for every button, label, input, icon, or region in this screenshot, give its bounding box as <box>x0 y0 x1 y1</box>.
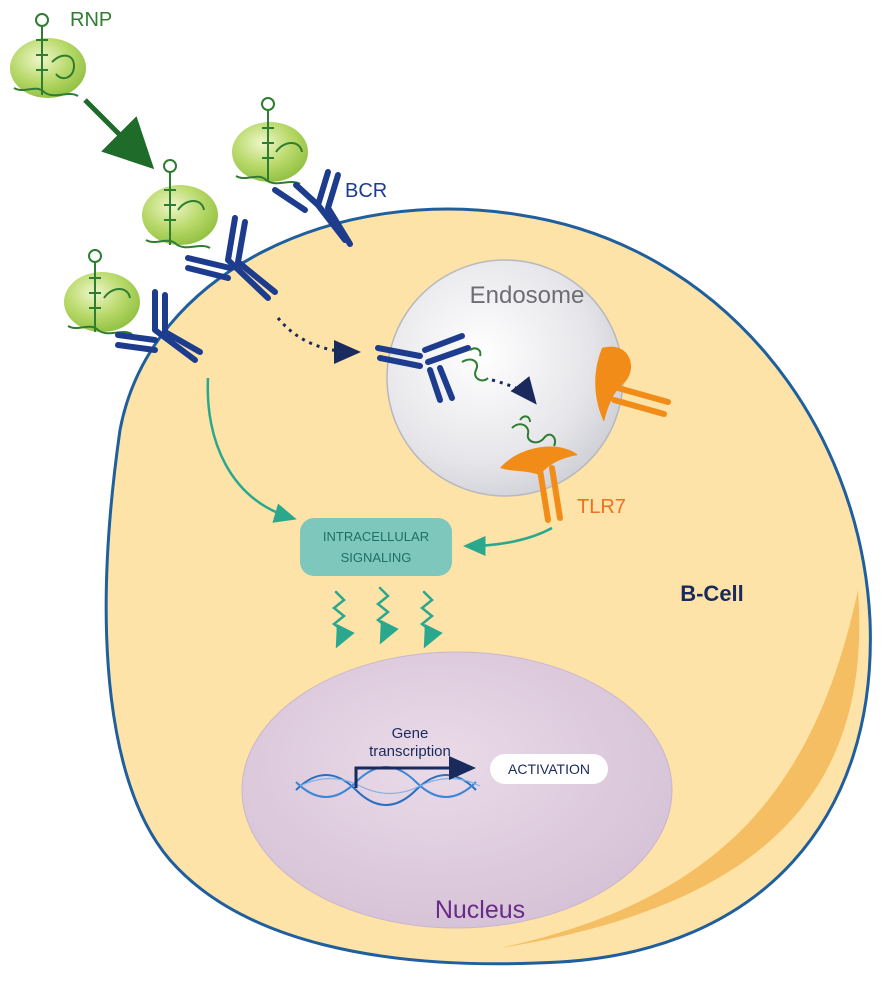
endosome-label: Endosome <box>470 282 585 309</box>
nucleus-label: Nucleus <box>435 896 525 924</box>
bcr-internalized <box>375 333 471 403</box>
bcr-receptor-lower <box>115 289 203 363</box>
endosome-transfer-arrow <box>491 376 537 405</box>
rnp-approach-arrow <box>83 98 155 170</box>
intracellular-signaling-box: INTRACELLULAR SIGNALING <box>300 518 452 576</box>
rnp-particle-bound-top <box>232 97 308 185</box>
bcr-signaling-arrow <box>206 377 297 523</box>
signal-squiggles <box>331 586 443 649</box>
rna-fragment-tlr7 <box>511 415 556 447</box>
signaling-label-line1: INTRACELLULAR <box>323 529 429 544</box>
nucleus <box>241 651 673 929</box>
gene-label-line1: Gene <box>392 725 429 742</box>
rnp-label: RNP <box>70 9 112 31</box>
tlr7-signaling-arrow <box>463 526 553 556</box>
bcr-receptor-middle <box>185 215 278 301</box>
transcription-arrow <box>354 756 476 788</box>
bcr-receptor-top <box>272 169 353 247</box>
rna-fragment-bcr <box>461 347 489 382</box>
tlr7-receptor-lower <box>500 446 578 523</box>
tlr7-label: TLR7 <box>577 496 626 518</box>
activation-label: ACTIVATION <box>508 761 590 777</box>
rnp-particle-free <box>10 13 86 98</box>
internalization-arrow <box>276 317 361 364</box>
activation-badge: ACTIVATION <box>490 754 608 784</box>
tlr7-receptor-upper <box>595 346 671 422</box>
signaling-label-line2: SIGNALING <box>341 550 412 565</box>
bcell-label: B-Cell <box>680 581 744 606</box>
rnp-particle-bound-lower <box>64 249 140 335</box>
bcr-label: BCR <box>345 180 387 202</box>
rnp-particle-bound-middle <box>142 159 218 249</box>
gene-label-line2: transcription <box>369 743 451 760</box>
